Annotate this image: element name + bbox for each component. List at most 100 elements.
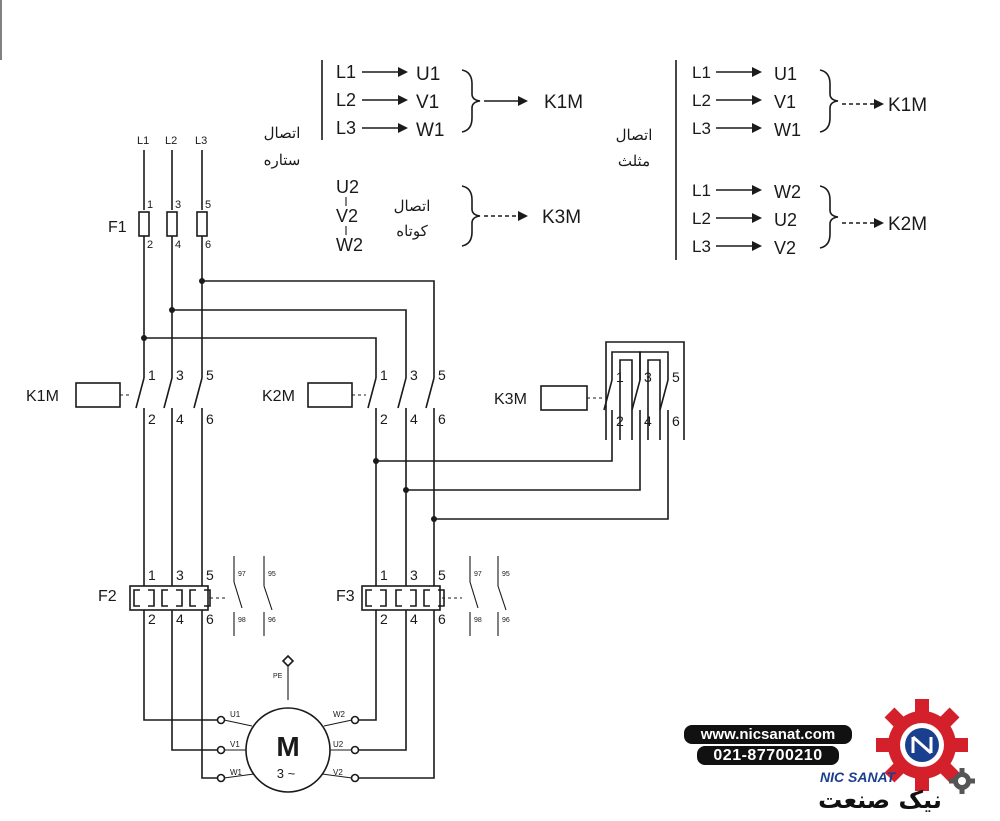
phase-label: L3 bbox=[195, 135, 207, 147]
overload-label: F2 bbox=[98, 588, 117, 605]
arrow-head-icon bbox=[398, 123, 408, 133]
coil-icon bbox=[75, 382, 121, 408]
contact-terminal: 2 bbox=[148, 411, 156, 427]
overload-terminal: 5 bbox=[438, 567, 446, 583]
contact-terminal: 1 bbox=[616, 369, 624, 385]
legend-star-target: K1M bbox=[544, 92, 583, 113]
motor-terminal-icon bbox=[350, 773, 360, 783]
overload-terminal: 6 bbox=[206, 611, 214, 627]
brace-icon bbox=[819, 69, 839, 133]
legend-short-term: U2 bbox=[336, 177, 359, 197]
legend-delta-from: L2 bbox=[692, 91, 711, 110]
brace-icon bbox=[819, 185, 839, 249]
wire bbox=[406, 440, 641, 491]
thermal-element-icon bbox=[365, 589, 387, 607]
thermal-element-icon bbox=[133, 589, 155, 607]
star-bridge bbox=[647, 359, 661, 440]
wire bbox=[143, 610, 220, 721]
arrow-head-icon bbox=[518, 96, 528, 106]
wire bbox=[201, 610, 220, 779]
overload-terminal: 4 bbox=[176, 611, 184, 627]
legend-delta-to: V2 bbox=[774, 238, 796, 258]
legend-delta-from: L2 bbox=[692, 209, 711, 228]
aux-contact-icon bbox=[469, 581, 479, 609]
arrow-head-icon bbox=[874, 99, 884, 109]
overload-f2: F2 1 3 5 2 4 6 97 95 98 96 bbox=[98, 556, 276, 636]
contact-terminal: 3 bbox=[176, 367, 184, 383]
motor-phase-label: 3 ~ bbox=[277, 766, 296, 781]
overload-terminal: 1 bbox=[380, 567, 388, 583]
legend-star-from: L2 bbox=[336, 90, 356, 110]
contact-terminal: 1 bbox=[148, 367, 156, 383]
contactor-k1m: K1M 1 3 5 2 4 6 bbox=[26, 367, 214, 427]
brand-phone: 021-87700210 bbox=[697, 746, 839, 765]
arrow-head-icon bbox=[752, 185, 762, 195]
overload-terminal: 2 bbox=[380, 611, 388, 627]
fuse-terminal: 3 bbox=[175, 199, 181, 211]
phase-label: L1 bbox=[137, 135, 149, 147]
winding-lead bbox=[323, 719, 353, 727]
overload-terminal: 1 bbox=[148, 567, 156, 583]
contact-terminal: 3 bbox=[644, 369, 652, 385]
arrow-head-icon bbox=[752, 67, 762, 77]
thermal-element-icon bbox=[161, 589, 183, 607]
wire bbox=[172, 309, 407, 378]
legend-delta-to: U2 bbox=[774, 210, 797, 230]
small-gear-icon bbox=[949, 768, 975, 794]
legend-short-subtitle: کوتاه bbox=[396, 223, 428, 240]
fuse-label: F1 bbox=[108, 219, 127, 236]
star-bridge bbox=[639, 351, 669, 380]
junction-dot bbox=[431, 516, 437, 522]
legend-star-from: L3 bbox=[336, 118, 356, 138]
wire bbox=[356, 610, 435, 779]
aux-contact-icon bbox=[263, 585, 273, 611]
legend-short: U2 V2 W2 اتصال کوتاه K3M bbox=[336, 177, 581, 255]
phase-label: L2 bbox=[165, 135, 177, 147]
fuse-terminal: 2 bbox=[147, 239, 153, 251]
fuse-terminal: 1 bbox=[147, 199, 153, 211]
contact-terminal: 4 bbox=[176, 411, 184, 427]
contact-icon bbox=[163, 377, 173, 409]
wire bbox=[202, 280, 435, 378]
overload-terminal: 4 bbox=[410, 611, 418, 627]
motor-terminal-label: V2 bbox=[333, 768, 343, 777]
motor-terminal-label: W1 bbox=[230, 768, 243, 777]
motor-terminal-icon bbox=[350, 745, 360, 755]
coil-icon bbox=[307, 382, 353, 408]
contact-terminal: 3 bbox=[410, 367, 418, 383]
power-wiring bbox=[141, 236, 669, 779]
contact-icon bbox=[193, 377, 203, 409]
contact-terminal: 2 bbox=[616, 413, 624, 429]
contactor-label: K2M bbox=[262, 388, 295, 405]
legend-delta-to: W2 bbox=[774, 182, 801, 202]
brand-logo bbox=[876, 699, 975, 794]
contactor-k3m: K3M 1 3 5 2 4 6 bbox=[494, 341, 685, 440]
contactor-k2m: K2M 1 3 5 2 4 6 bbox=[262, 367, 446, 427]
legend-star-to: V1 bbox=[416, 92, 439, 113]
legend-short-term: W2 bbox=[336, 235, 363, 255]
contact-terminal: 6 bbox=[672, 413, 680, 429]
contactor-label: K3M bbox=[494, 391, 527, 408]
overload-terminal: 3 bbox=[410, 567, 418, 583]
legend-delta-group1: L1 U1 L2 V1 L3 W1 K1M bbox=[692, 63, 927, 140]
wire bbox=[144, 337, 377, 378]
supply-phases: L1 L2 L3 bbox=[137, 135, 207, 210]
aux-contact-icon bbox=[497, 585, 507, 611]
aux-terminal: 96 bbox=[268, 617, 276, 624]
aux-terminal: 96 bbox=[502, 617, 510, 624]
brand-monogram-icon bbox=[911, 735, 933, 755]
overload-terminal: 5 bbox=[206, 567, 214, 583]
legend-star-subtitle: ستاره bbox=[264, 152, 301, 169]
winding-lead bbox=[321, 773, 353, 779]
junction-dot bbox=[373, 458, 379, 464]
arrow-head-icon bbox=[398, 67, 408, 77]
motor: PE M 3 ~ U1 V1 W1 W2 U2 V2 bbox=[216, 654, 360, 793]
wire bbox=[171, 610, 220, 751]
contact-icon bbox=[397, 377, 407, 409]
brace-icon bbox=[461, 185, 481, 247]
arrow-head-icon bbox=[518, 211, 528, 221]
winding-lead bbox=[223, 719, 253, 727]
aux-terminal: 95 bbox=[502, 571, 510, 578]
junction-dot bbox=[169, 307, 175, 313]
aux-terminal: 97 bbox=[474, 571, 482, 578]
